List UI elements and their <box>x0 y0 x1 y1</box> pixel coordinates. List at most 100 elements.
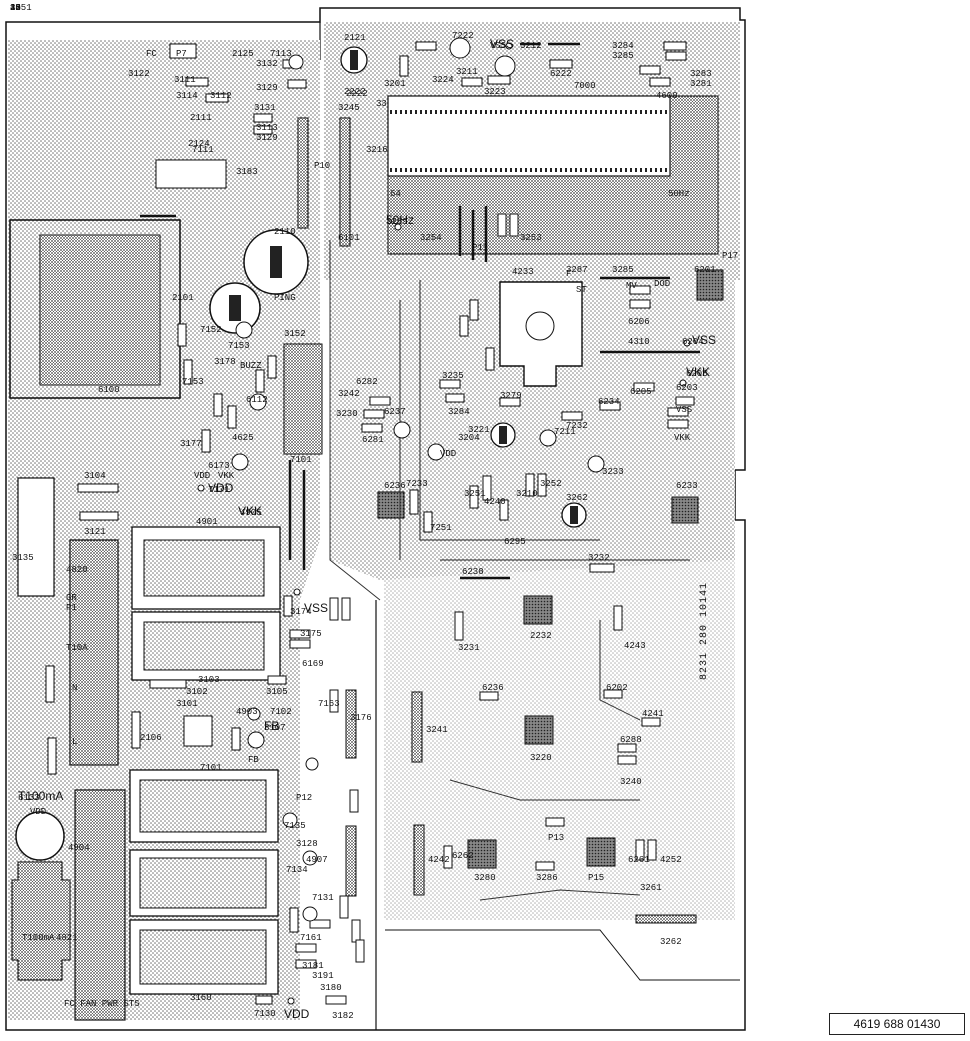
component-designator: 7130 <box>254 1009 276 1019</box>
component-designator: 6205 <box>630 387 652 397</box>
label-vss-left: VSS <box>304 601 328 615</box>
component-designator: 3112 <box>210 91 232 101</box>
component-designator: 3180 <box>320 983 342 993</box>
component-designator: 3287 <box>566 265 588 275</box>
label-t100ma: T100mA <box>18 789 63 803</box>
component-designator: 3135 <box>12 553 34 563</box>
component-designator: 3201 <box>384 79 406 89</box>
component-designator: 3285 <box>612 51 634 61</box>
component-designator: 3182 <box>332 1011 354 1021</box>
component-designator: 64 <box>390 189 401 199</box>
component-designator: 4242 <box>428 855 450 865</box>
component-designator: 2121 <box>344 33 366 43</box>
component-designator: 3216 <box>366 145 388 155</box>
component-designator: 3254 <box>420 233 442 243</box>
component-designator: 3102 <box>186 687 208 697</box>
component-designator: 7153 <box>228 341 250 351</box>
component-designator: VKK <box>218 471 235 481</box>
component-designator: MV <box>626 281 637 291</box>
component-designator: 4904 <box>68 843 90 853</box>
component-designator: 7153 <box>182 377 204 387</box>
component-designator: 4251 <box>10 3 32 13</box>
label-50hz: 50Hz <box>386 213 414 227</box>
component-designator: FB <box>248 755 259 765</box>
header-p10 <box>297 117 309 229</box>
component-designator: 7113 <box>270 49 292 59</box>
component-designator: 3284 <box>612 41 634 51</box>
component-designator: 6100 <box>98 385 120 395</box>
component-designator: 2101 <box>172 293 194 303</box>
component-designator: 3212 <box>520 41 542 51</box>
component-designator: 3252 <box>540 479 562 489</box>
ic-socket <box>155 159 227 189</box>
component-designator: 3183 <box>236 167 258 177</box>
component-designator: 3232 <box>588 553 610 563</box>
component-designator: 6282 <box>356 377 378 387</box>
component-designator: 3178 <box>214 357 236 367</box>
component-designator: 7163 <box>318 699 340 709</box>
component-designator: 3122 <box>128 69 150 79</box>
ic-4251 <box>696 269 724 301</box>
component-designator: 2125 <box>232 49 254 59</box>
component-designator: 6236 <box>384 481 406 491</box>
fuse-holder-t10a <box>11 861 71 981</box>
component-designator: 3284 <box>448 407 470 417</box>
component-designator: 4600 <box>656 91 678 101</box>
component-designator: 6206 <box>628 317 650 327</box>
component-designator: P15 <box>588 873 604 883</box>
component-designator: 3129 <box>256 83 278 93</box>
component-designator: VDD <box>440 449 456 459</box>
header-p13 <box>411 691 423 763</box>
component-designator: 3231 <box>458 643 480 653</box>
component-designator: VSS <box>490 41 506 51</box>
component-designator: 4241 <box>642 709 664 719</box>
component-designator: P12 <box>296 793 312 803</box>
component-designator: 3235 <box>442 371 464 381</box>
component-designator: FC <box>146 49 157 59</box>
component-designator: 3128 <box>296 839 318 849</box>
component-designator: N <box>72 683 77 693</box>
label-vss-right: VSS <box>692 333 716 347</box>
component-designator: 3245 <box>338 103 360 113</box>
component-designator: 6206 <box>686 369 708 379</box>
component-designator: 6238 <box>462 567 484 577</box>
copper-region-mid-right <box>330 280 735 580</box>
component-designator: T100mA <box>22 933 55 943</box>
component-designator: L <box>72 737 77 747</box>
component-designator: 3174 <box>290 607 312 617</box>
component-designator: 6101 <box>338 233 360 243</box>
component-designator: 3175 <box>300 629 322 639</box>
component-designator: VKK <box>674 433 691 443</box>
component-designator: 3132 <box>256 59 278 69</box>
component-designator: 3262 <box>660 937 682 947</box>
copper-region-bottom-right <box>384 560 735 920</box>
component-designator: 6201 <box>694 265 716 275</box>
component-designator: 3191 <box>312 971 334 981</box>
label-vkk-left: VKK <box>238 504 262 518</box>
component-designator: 3131 <box>254 103 276 113</box>
header-p17 <box>635 914 697 924</box>
component-designator: 3111 <box>174 75 196 85</box>
header-p15 <box>413 824 425 896</box>
component-designator: P1 <box>66 603 77 613</box>
component-designator: 3210 <box>516 489 538 499</box>
connector-p1 <box>69 539 119 766</box>
component-designator: 3176 <box>350 713 372 723</box>
component-designator: P7 <box>176 49 187 59</box>
component-designator: 4905 <box>240 508 262 518</box>
component-designator: T10A <box>66 643 88 653</box>
component-designator: 6222 <box>550 69 572 79</box>
connector-strip-bottom <box>74 789 126 1021</box>
component-designator: 3262 <box>566 493 588 503</box>
component-designator: 20 <box>10 3 21 13</box>
component-designator: 4233 <box>512 267 534 277</box>
component-designator: 3104 <box>84 471 106 481</box>
component-designator: 3211 <box>456 67 478 77</box>
component-designator: VDD <box>30 807 46 817</box>
ic-4241 <box>523 595 553 625</box>
label-vdd-bottom: VDD <box>284 1007 310 1021</box>
component-designator: 6234 <box>598 397 620 407</box>
component-designator: 7101 <box>200 763 222 773</box>
component-designator: 2111 <box>190 113 212 123</box>
component-designator: 7171 <box>208 485 230 495</box>
